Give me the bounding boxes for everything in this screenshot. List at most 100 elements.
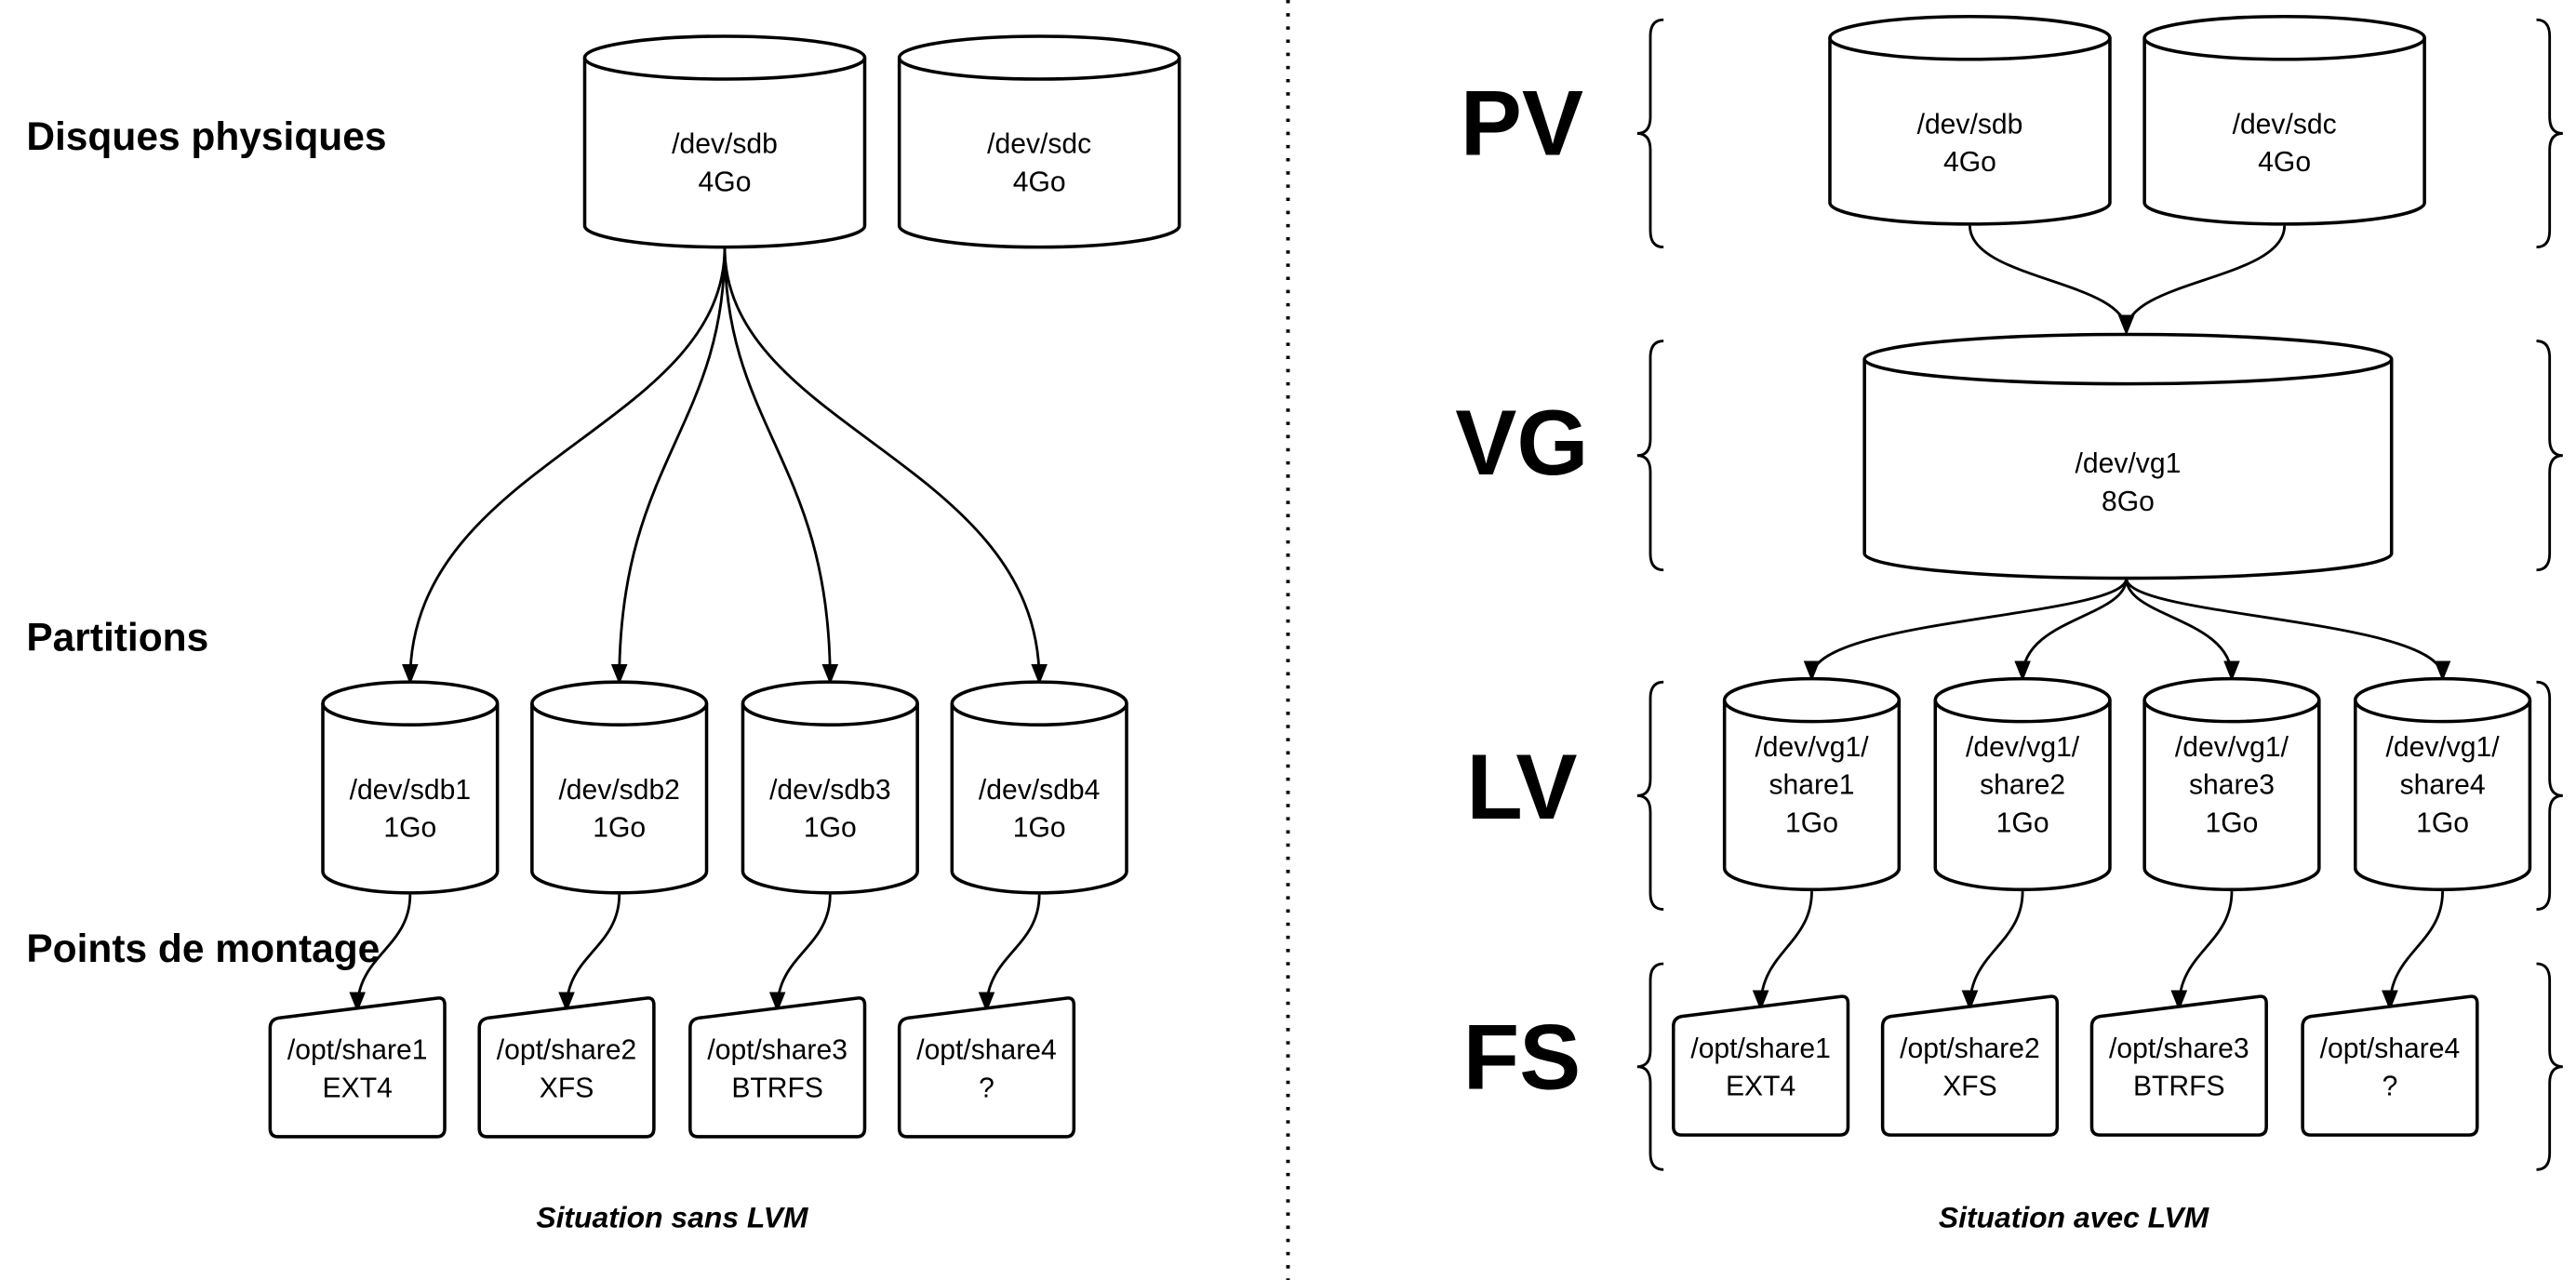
partition-to-mount-edge-4	[987, 894, 1041, 1008]
disk-1: /dev/sdb 4Go	[582, 34, 867, 249]
pv-2: /dev/sdc 4Go	[2142, 14, 2426, 226]
lv-to-fs-edge-3	[2179, 891, 2234, 1007]
vg-to-lv-edge-2	[2022, 578, 2129, 677]
disk-1-top-rim	[582, 57, 867, 81]
disk-1-label: 4Go	[699, 167, 752, 197]
section-label-mount-points: Points de montage	[26, 927, 380, 971]
layer-label-fs: FS	[1463, 1007, 1582, 1110]
mount-point-2-shape	[477, 996, 656, 1139]
disk-to-partition-edge-4	[723, 247, 1039, 681]
filesystems: /opt/share1EXT4/opt/share2XFS/opt/share3…	[1672, 994, 2479, 1137]
disk-2-top-rim	[897, 57, 1181, 81]
partition-3-body	[741, 680, 919, 895]
disk-2-body	[897, 34, 1181, 249]
brace-right-fs	[2536, 962, 2563, 1171]
fs-1-label: EXT4	[1726, 1072, 1795, 1102]
lv-to-fs-edge-1	[1761, 891, 1813, 1007]
disk-to-partition-edge-3	[723, 247, 830, 681]
caption-with-lvm: Situation avec LVM	[1939, 1200, 2210, 1233]
partition-4-label: /dev/sdb4	[979, 775, 1100, 806]
lv-4-body	[2353, 676, 2532, 892]
mount-point-4-label: /opt/share4	[916, 1035, 1057, 1066]
disk-to-partition-edge-2	[620, 247, 727, 681]
pv-2-label: /dev/sdc	[2233, 109, 2337, 140]
mount-point-4: /opt/share4?	[897, 996, 1076, 1139]
partition-2-body	[530, 680, 709, 895]
mount-point-3-label: BTRFS	[731, 1073, 823, 1103]
fs-2-shape	[1880, 994, 2060, 1137]
fs-3-label: /opt/share3	[2109, 1033, 2249, 1064]
partition-4-body	[950, 680, 1128, 895]
lv-4-label: /dev/vg1/	[2386, 732, 2501, 763]
vg-1-label: 8Go	[2102, 487, 2155, 517]
fs-1-label: /opt/share1	[1690, 1033, 1831, 1064]
partition-2-top-rim	[530, 702, 709, 727]
partition-1-body	[321, 680, 500, 895]
vg-1-label: /dev/vg1	[2075, 448, 2182, 479]
lv-2-label: /dev/vg1/	[1966, 732, 2080, 763]
lv-2-label: share2	[1980, 770, 2065, 801]
pv-1-body	[1828, 14, 2112, 226]
lv-3-label: /dev/vg1/	[2175, 732, 2289, 763]
caption-without-lvm: Situation sans LVM	[536, 1200, 809, 1233]
right-connectors	[1761, 225, 2445, 1007]
fs-3-label: BTRFS	[2133, 1072, 2225, 1102]
partition-2-label: 1Go	[593, 813, 646, 844]
lv-3-label: share3	[2189, 770, 2275, 801]
lv-to-fs-edge-4	[2390, 891, 2445, 1007]
mount-point-1-shape	[268, 996, 447, 1139]
partition-2-label: /dev/sdb2	[558, 775, 679, 806]
disk-1-label: /dev/sdb	[672, 129, 778, 160]
vg-1-top-rim	[1862, 358, 2394, 386]
brace-left-fs	[1636, 962, 1664, 1171]
partition-4-top-rim	[950, 702, 1128, 727]
lv-3-top-rim	[2142, 700, 2321, 724]
fs-2-label: /opt/share2	[1900, 1033, 2040, 1064]
pv-to-vg-edge-2	[2127, 225, 2287, 331]
fs-4-label: ?	[2382, 1072, 2398, 1102]
mount-point-3-shape	[688, 996, 867, 1139]
fs-4-shape	[2301, 994, 2479, 1137]
pv-2-top-rim	[2142, 37, 2426, 61]
lv-to-fs-edge-2	[1969, 891, 2024, 1007]
partition-3-label: 1Go	[804, 813, 857, 844]
lv-2-body	[1933, 676, 2112, 892]
disk-2-label: /dev/sdc	[987, 129, 1091, 160]
partition-to-mount-edge-2	[567, 894, 621, 1008]
mount-point-3-label: /opt/share3	[707, 1035, 848, 1066]
lv-1-body	[1722, 676, 1902, 892]
lv-2-label: 1Go	[1996, 807, 2049, 838]
pv-1-label: /dev/sdb	[1917, 109, 2023, 140]
mount-point-4-shape	[897, 996, 1076, 1139]
lv-2: /dev/vg1/share2 1Go	[1933, 676, 2112, 892]
section-label-physical-disks: Disques physiques	[26, 115, 386, 159]
vg-1: /dev/vg1 8Go	[1862, 332, 2394, 580]
vg-1-body	[1862, 332, 2394, 580]
brace-left-lv	[1636, 680, 1664, 911]
partition-to-mount-edge-1	[357, 894, 412, 1008]
left-connectors	[357, 247, 1039, 1008]
lv-3-body	[2142, 676, 2321, 892]
lv-4-label: 1Go	[2416, 807, 2469, 838]
mount-point-2-label: /opt/share2	[497, 1035, 637, 1066]
pv-2-label: 4Go	[2258, 147, 2311, 178]
fs-1-shape	[1672, 994, 1850, 1137]
lv-2-top-rim	[1933, 700, 2112, 724]
disk-to-partition-edge-1	[410, 247, 727, 681]
